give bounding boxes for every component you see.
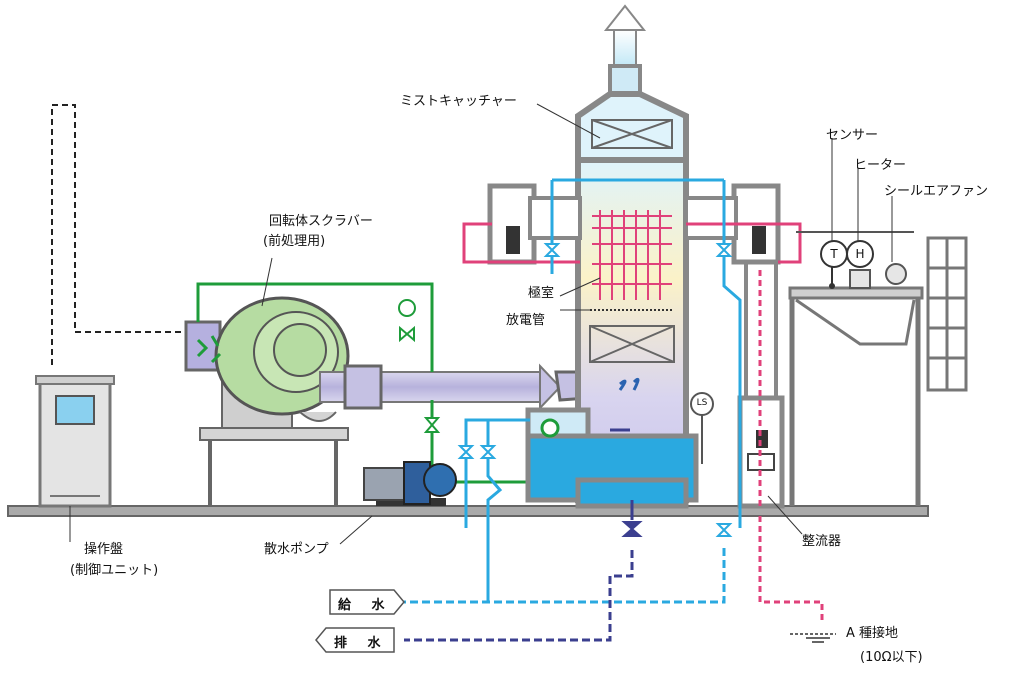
drain-line [404,428,634,642]
spray-pump [363,461,457,506]
callout-lines [69,103,893,545]
level-switch-text: LS [696,398,708,408]
grounding-label: A 種接地 [846,626,899,641]
ground-icon [790,633,836,643]
power-line [462,222,824,622]
control-panel-sub-label: (制御ユニット) [70,563,159,578]
spray-pump-label: 散水ポンプ [264,542,329,557]
valve-icon [479,445,497,459]
temperature-sensor-icon: T [820,240,848,268]
rotary-scrubber-label: 回転体スクラバー [269,214,373,229]
seal-air-fan-icon [885,263,907,285]
valve-icon [543,243,561,257]
left-insulator-housing [487,183,582,265]
right-insulator-housing [684,183,785,509]
water-supply-tag [329,589,405,615]
drain-valve-icon [621,521,643,537]
float-valve-icon [540,418,560,438]
mist-catcher-label: ミストキャッチャー [400,94,517,109]
control-cable [51,104,190,365]
valve-icon [715,523,733,537]
seal-air-fan-label: シールエアファン [884,184,989,199]
valve-icon [399,325,415,343]
heater-icon: H [846,240,874,268]
pressure-gauge-icon [398,299,416,317]
grounding-sub-label: (10Ω以下) [860,650,923,665]
valve-icon [423,417,441,433]
rotary-scrubber [184,296,350,506]
valve-icon [715,243,733,257]
discharge-tube-label: 放電管 [506,313,546,328]
gas-duct [319,363,594,411]
sensor-label: センサー [826,128,879,143]
rotary-scrubber-sub-label: (前処理用) [263,234,326,249]
electrode-rods [592,210,672,300]
drainage-tag [315,627,395,653]
heater-text: H [855,247,865,261]
control-panel [35,375,115,508]
water-supply-text: 給 水 [338,598,393,613]
sensor-frame [788,231,924,506]
drainage-text: 排 水 [334,636,389,651]
rectifier-label: 整流器 [802,534,842,549]
louver-panel [926,236,968,392]
ground-base [7,505,929,517]
electrode-chamber-label: 極室 [528,286,555,301]
control-panel-label: 操作盤 [84,542,124,557]
valve-icon [457,445,475,459]
temperature-sensor-text: T [830,247,838,261]
heater-label: ヒーター [854,158,907,173]
